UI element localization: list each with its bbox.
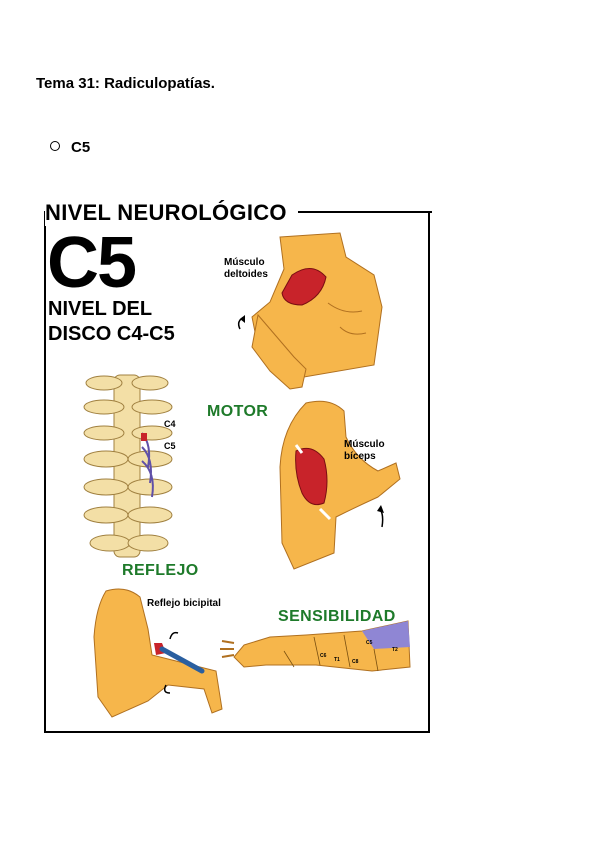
c5-neurological-figure: NIVEL NEUROLÓGICO C5 NIVEL DEL DISCO C4-…: [44, 197, 432, 737]
spine-c5-label: C5: [164, 441, 176, 451]
dermatome-t1-label: T1: [334, 657, 340, 663]
sensory-label: SENSIBILIDAD: [278, 608, 396, 625]
dermatome-c8-label: C8: [352, 659, 359, 665]
biceps-label: Músculo bíceps: [344, 439, 385, 462]
anatomy-illustrations: [83, 232, 411, 718]
bullet-text: C5: [71, 139, 91, 156]
dermatome-c6-label: C6: [320, 653, 327, 659]
disc-level-line-1: NIVEL DEL: [48, 298, 153, 320]
figure-heading: NIVEL NEUROLÓGICO: [45, 200, 291, 226]
biceps-arm-illustration: [279, 400, 401, 570]
reflex-label: REFLEJO: [122, 562, 199, 579]
spine-c4-label: C4: [164, 419, 176, 429]
document-title: Tema 31: Radiculopatías.: [36, 75, 215, 92]
root-level-title: C5: [47, 223, 137, 303]
deltoid-label: Músculo deltoides: [224, 257, 268, 280]
circle-bullet-icon: [50, 141, 60, 151]
motor-label: MOTOR: [207, 403, 269, 420]
bullet-item-c5: C5: [50, 139, 90, 156]
cervical-spine-illustration: [83, 374, 173, 558]
dermatome-arm-illustration: [220, 620, 411, 672]
dermatome-c5-label: C5: [366, 640, 373, 646]
reflex-body-illustration: [93, 588, 223, 718]
dermatome-t2-label: T2: [392, 647, 398, 653]
figure-top-rule: [298, 211, 432, 213]
shoulder-deltoid-illustration: [237, 232, 383, 390]
disc-level-line-2: DISCO C4-C5: [48, 323, 175, 345]
figure-frame: [44, 211, 430, 733]
disc-level-caption: NIVEL DEL DISCO C4-C5: [48, 297, 218, 347]
reflex-name-label: Reflejo bicipital: [147, 598, 221, 609]
